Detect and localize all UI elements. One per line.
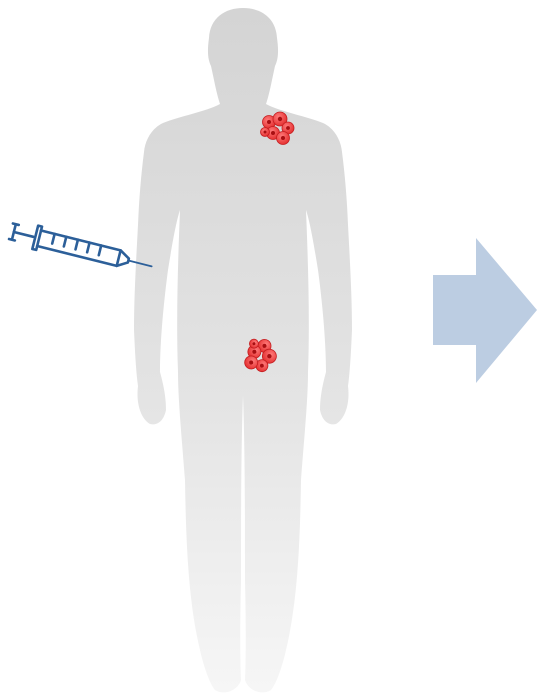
right-arrow-icon (433, 238, 537, 383)
human-silhouette-icon (134, 8, 352, 692)
syringe-icon (8, 220, 154, 278)
